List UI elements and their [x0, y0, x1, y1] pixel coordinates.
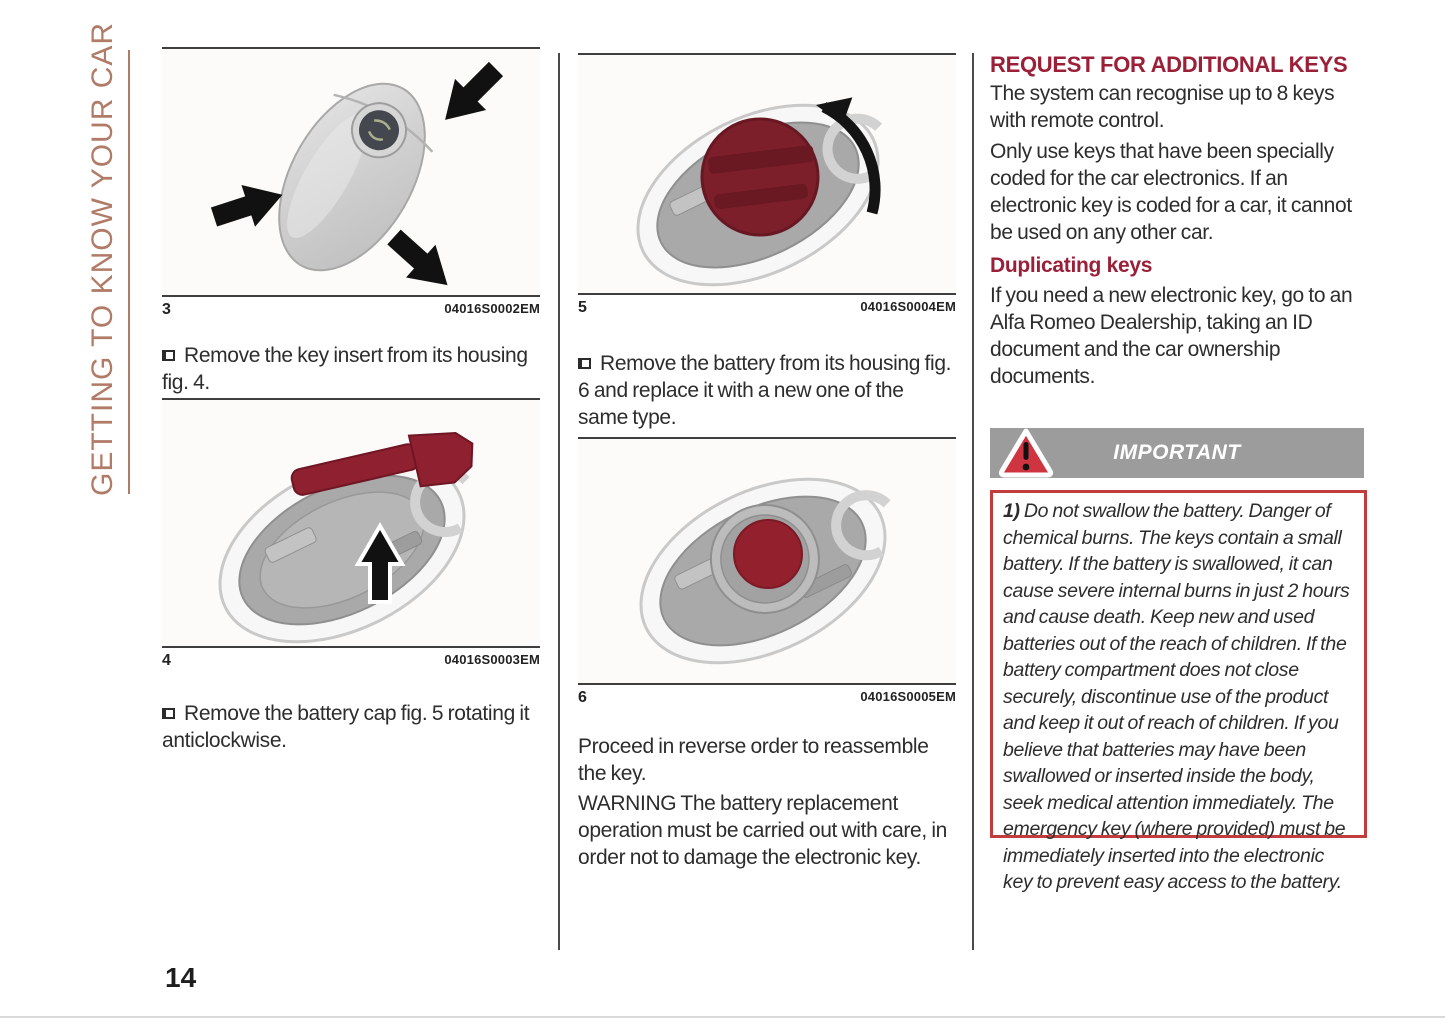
battery-cap-illustration — [636, 97, 883, 287]
paragraph-reassemble: Proceed in reverse order to reassemble t… — [578, 735, 929, 785]
page-number: 14 — [165, 962, 197, 993]
important-banner: IMPORTANT — [990, 428, 1364, 478]
figure-number: 3 — [162, 301, 171, 318]
figure-5-art — [578, 53, 956, 295]
key-fob-open-illustration — [218, 431, 474, 644]
alfa-romeo-badge — [351, 102, 407, 159]
column-divider — [558, 53, 560, 950]
figure-code: 04016S0005EM — [860, 689, 956, 704]
chapter-rule — [128, 50, 130, 494]
section-heading-duplicating-keys: Duplicating keys — [990, 254, 1153, 277]
paragraph-duplicating: If you need a new electronic key, go to … — [990, 284, 1353, 388]
battery — [733, 519, 803, 589]
figure-number: 4 — [162, 652, 171, 669]
square-bullet-icon — [162, 708, 175, 719]
column-divider — [972, 53, 974, 950]
square-bullet-icon — [162, 350, 175, 361]
figure-5: 5 04016S0004EM — [578, 53, 956, 317]
figure-code: 04016S0002EM — [444, 301, 540, 316]
key-fob-shell — [218, 456, 470, 644]
battery-cap — [700, 117, 820, 237]
figure-6: 6 04016S0005EM — [578, 437, 956, 707]
figure-4: 4 04016S0003EM — [162, 398, 540, 670]
instruction-remove-battery: Remove the battery from its housing fig.… — [578, 352, 952, 429]
chapter-title-vertical: GETTING TO KNOW YOUR CAR — [86, 21, 119, 496]
remove-arrow-up — [354, 522, 406, 604]
press-arrow-top — [445, 61, 504, 120]
note-number: 1) — [1003, 500, 1020, 522]
figure-code: 04016S0004EM — [860, 299, 956, 314]
instruction-remove-battery-cap: Remove the battery cap fig. 5 rotating i… — [162, 702, 530, 752]
important-banner-label: IMPORTANT — [1113, 441, 1241, 464]
figure-code: 04016S0003EM — [444, 652, 540, 667]
paragraph-coded-keys: Only use keys that have been specially c… — [990, 140, 1352, 244]
key-fob-illustration — [210, 61, 504, 286]
paragraph-warning: WARNING The battery replacement operatio… — [578, 792, 947, 869]
square-bullet-icon — [578, 358, 591, 369]
rotate-anticlockwise-arrow — [816, 97, 881, 215]
important-note-box: 1) Do not swallow the battery. Danger of… — [990, 490, 1367, 893]
figure-number: 6 — [578, 689, 587, 706]
figure-3-art — [162, 47, 540, 297]
key-fob-body — [278, 82, 434, 272]
key-insert — [290, 431, 474, 496]
figure-number: 5 — [578, 299, 587, 316]
instruction-remove-key-insert: Remove the key insert from its housing f… — [162, 344, 528, 394]
remove-arrow-bottom — [387, 229, 448, 286]
note-text: Do not swallow the battery. Danger of ch… — [1003, 500, 1350, 893]
figure-4-art — [162, 398, 540, 648]
paragraph-recognise-keys: The system can recognise up to 8 keys wi… — [990, 82, 1335, 132]
figure-3: 3 04016S0002EM — [162, 47, 540, 319]
battery-housing-illustration — [639, 477, 891, 665]
warning-triangle-icon — [996, 426, 1056, 485]
section-heading-additional-keys: REQUEST FOR ADDITIONAL KEYS — [990, 52, 1348, 77]
press-arrow-left — [210, 184, 283, 227]
figure-6-art — [578, 437, 956, 685]
